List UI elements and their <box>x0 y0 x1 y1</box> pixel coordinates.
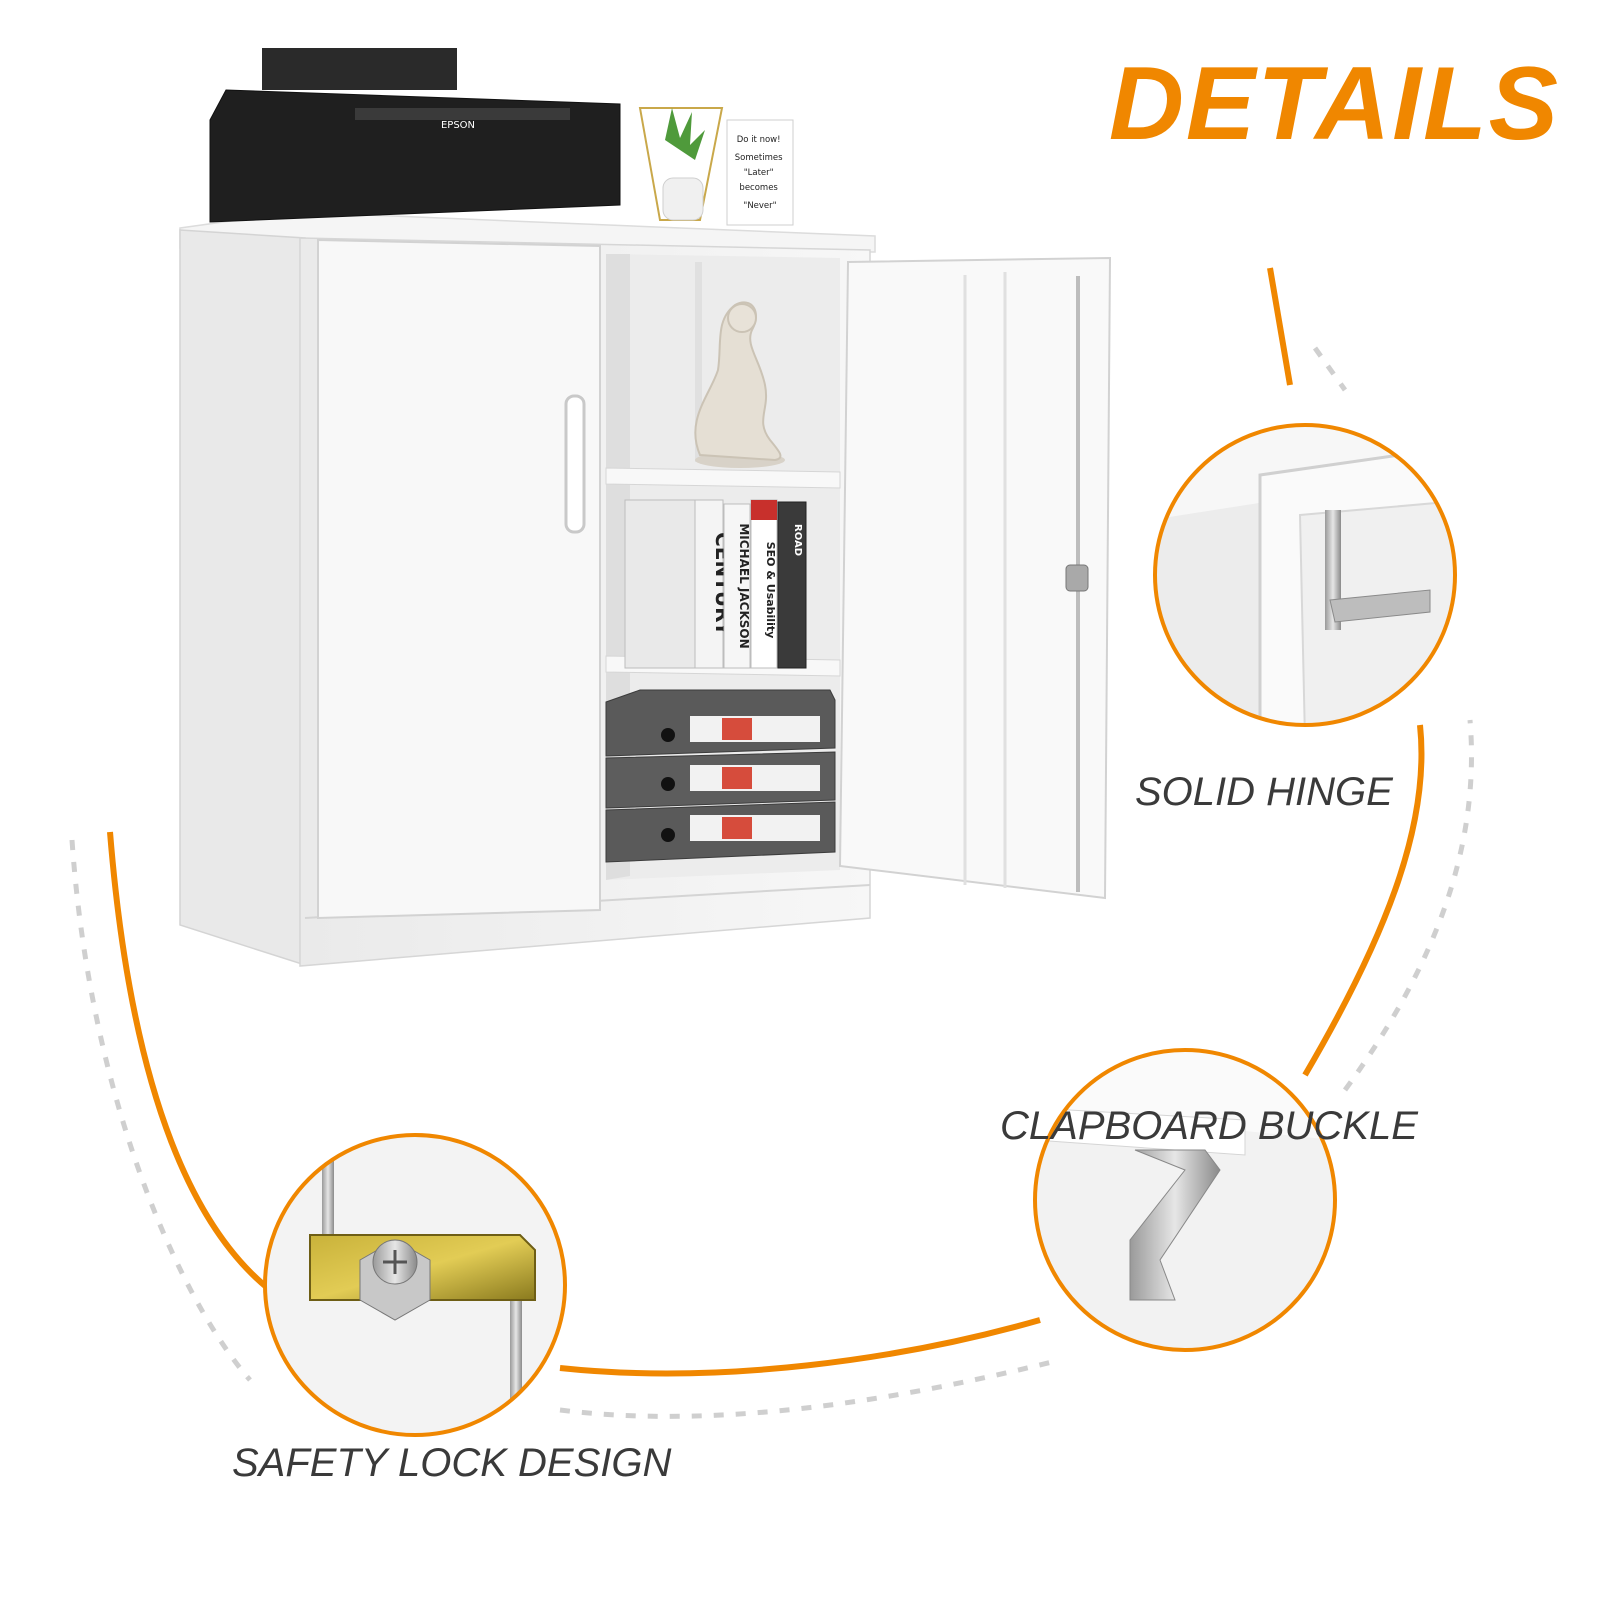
svg-text:Do it now! Sometimes: Do it now! Sometimes "Later" becomes "Ne… <box>735 135 785 211</box>
orange-arc-bottom <box>559 1317 1041 1377</box>
book-seo-spine <box>750 499 778 669</box>
note-line-3: "Later" <box>744 168 774 178</box>
buckle-detail <box>1033 1048 1337 1352</box>
orange-arc-left <box>107 831 302 1313</box>
cabinet-side <box>179 229 306 967</box>
hinge-detail <box>1153 423 1457 727</box>
book-mj-spine <box>723 503 751 669</box>
decorative-arcs <box>69 267 1474 1419</box>
printer-brand: EPSON <box>441 120 475 131</box>
book-road-label: ROAD <box>792 524 803 556</box>
plant-pot <box>638 107 724 221</box>
thinker-statue <box>694 301 785 468</box>
printer-paper-tray <box>262 48 457 90</box>
right-door-open[interactable] <box>838 256 1112 900</box>
dashed-arc-top <box>1312 346 1348 392</box>
book-road-spine <box>777 501 807 669</box>
left-door[interactable] <box>317 238 601 920</box>
printer: EPSON <box>209 48 621 223</box>
note-line-5: "Never" <box>743 201 776 211</box>
binder-stack <box>605 689 836 863</box>
note-card: Do it now! Sometimes "Later" becomes "Ne… <box>726 119 794 226</box>
shelf-rail <box>695 262 702 462</box>
orange-arc-top <box>1267 267 1293 386</box>
book-mj-label: MICHAEL JACKSON <box>737 523 751 648</box>
door-handle[interactable] <box>564 394 586 534</box>
note-line-4: becomes <box>739 183 778 193</box>
caption-safety-lock: SAFETY LOCK DESIGN <box>232 1441 672 1485</box>
buckle-icon <box>1129 1149 1221 1301</box>
cabinet: CENTURY MICHAEL JACKSON SEO & Usability … <box>179 211 1112 967</box>
note-line-2: Sometimes <box>735 153 783 163</box>
orange-arc-right <box>1302 724 1425 1077</box>
note-line-1: Do it now! <box>737 135 781 145</box>
caption-solid-hinge: SOLID HINGE <box>1135 770 1393 814</box>
printer-body <box>209 89 621 223</box>
caption-clapboard-buckle: CLAPBOARD BUCKLE <box>1000 1104 1418 1148</box>
lock-latch[interactable] <box>1065 564 1089 592</box>
book-century-spine <box>694 499 724 669</box>
page-title: DETAILS <box>1108 46 1560 162</box>
shelf-upper <box>605 467 841 489</box>
book-seo-label: SEO & Usability <box>764 542 777 639</box>
book-stack: CENTURY MICHAEL JACKSON SEO & Usability … <box>624 499 807 669</box>
lock-detail <box>263 1133 567 1437</box>
dashed-arc-bottom <box>559 1357 1061 1419</box>
